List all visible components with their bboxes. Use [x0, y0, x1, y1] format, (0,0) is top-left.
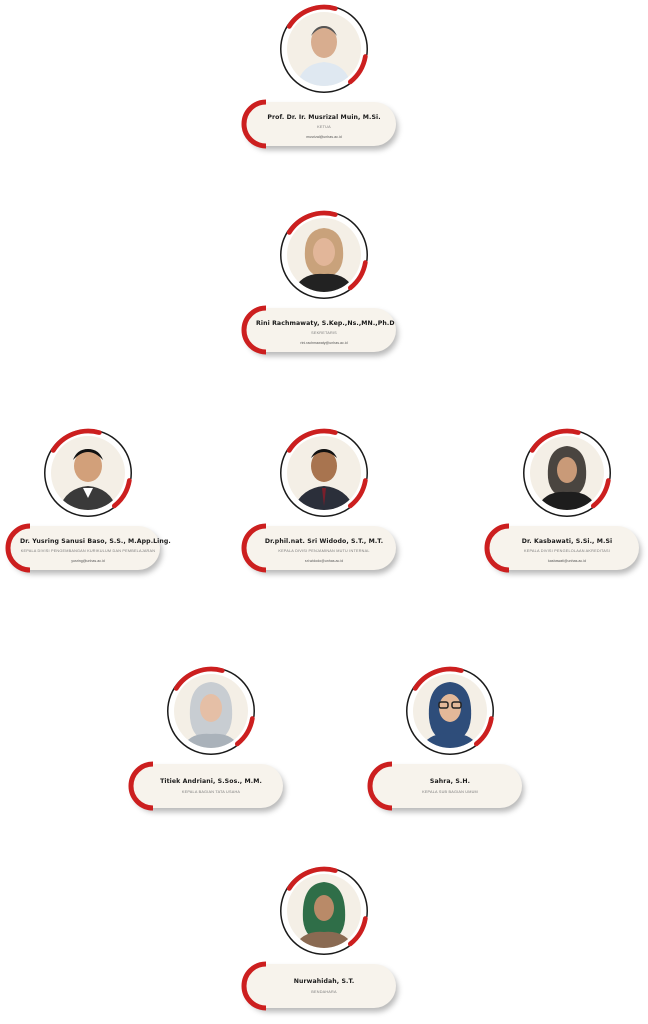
member-card: Dr.phil.nat. Sri Widodo, S.T., M.T. KEPA…: [241, 523, 396, 573]
member-name: Nurwahidah, S.T.: [293, 978, 355, 985]
member-email[interactable]: sri.widodo@unhas.ac.id: [304, 559, 344, 563]
member-photo: [413, 674, 487, 748]
member-role: KETUA: [317, 125, 331, 129]
member-photo: [287, 874, 361, 948]
member-card: Titiek Andriani, S.Sos., M.M. KEPALA BAG…: [128, 761, 283, 811]
member-photo: [51, 436, 125, 510]
member-name: Rini Rachmawaty, S.Kep.,Ns.,MN.,Ph.D: [256, 320, 395, 327]
member-card: Rini Rachmawaty, S.Kep.,Ns.,MN.,Ph.D SEK…: [241, 305, 396, 355]
member-role: KEPALA BAGIAN TATA USAHA: [181, 790, 241, 794]
profile-ring: [280, 4, 368, 93]
member-kadiv-kurikulum: Dr. Yusring Sanusi Baso, S.S., M.App.Lin…: [5, 426, 171, 586]
member-photo: [530, 436, 604, 510]
member-name: Dr. Yusring Sanusi Baso, S.S., M.App.Lin…: [20, 538, 171, 545]
card-accent-arc: [241, 523, 267, 573]
card-accent-arc: [241, 961, 267, 1011]
member-name: Dr. Kasbawati, S.Si., M.Si: [521, 538, 613, 545]
profile-ring: [406, 666, 494, 755]
member-name: Sahra, S.H.: [429, 778, 471, 785]
member-role: KEPALA DIVISI PENJAMINAN MUTU INTERNAL: [278, 549, 370, 553]
member-kabag-tu: Titiek Andriani, S.Sos., M.M. KEPALA BAG…: [128, 664, 291, 824]
member-role: SEKRETARIS: [311, 331, 337, 335]
member-ketua: Prof. Dr. Ir. Musrizal Muin, M.Si. KETUA…: [241, 2, 404, 162]
card-accent-arc: [128, 761, 154, 811]
card-accent-arc: [367, 761, 393, 811]
member-photo: [287, 12, 361, 86]
profile-ring: [280, 866, 368, 955]
member-sekretaris: Rini Rachmawaty, S.Kep.,Ns.,MN.,Ph.D SEK…: [241, 208, 404, 368]
card-accent-arc: [241, 99, 267, 149]
profile-ring: [523, 428, 611, 517]
member-card: Dr. Kasbawati, S.Si., M.Si KEPALA DIVISI…: [484, 523, 639, 573]
member-card: Prof. Dr. Ir. Musrizal Muin, M.Si. KETUA…: [241, 99, 396, 149]
member-email[interactable]: yusring@unhas.ac.id: [71, 559, 105, 563]
member-photo: [287, 436, 361, 510]
member-role: KEPALA DIVISI PENGEMBANGAN KURIKULUM DAN…: [20, 549, 156, 553]
member-email[interactable]: musrizal@unhas.ac.id: [306, 135, 342, 139]
member-photo: [287, 218, 361, 292]
member-email[interactable]: kasbawati@unhas.ac.id: [547, 559, 586, 563]
member-kasubag-umum: Sahra, S.H. KEPALA SUB BAGIAN UMUM: [367, 664, 530, 824]
member-card: Nurwahidah, S.T. BENDAHARA: [241, 961, 396, 1011]
member-role: KEPALA DIVISI PENGELOLAAN AKREDITASI: [524, 549, 610, 553]
member-kadiv-spmi: Dr.phil.nat. Sri Widodo, S.T., M.T. KEPA…: [241, 426, 404, 586]
profile-ring: [44, 428, 132, 517]
card-accent-arc: [484, 523, 510, 573]
member-card: Sahra, S.H. KEPALA SUB BAGIAN UMUM: [367, 761, 522, 811]
member-photo: [174, 674, 248, 748]
member-kadiv-akreditasi: Dr. Kasbawati, S.Si., M.Si KEPALA DIVISI…: [484, 426, 647, 586]
member-card: Dr. Yusring Sanusi Baso, S.S., M.App.Lin…: [5, 523, 171, 573]
profile-ring: [280, 210, 368, 299]
member-name: Dr.phil.nat. Sri Widodo, S.T., M.T.: [264, 538, 384, 545]
member-role: BENDAHARA: [311, 990, 337, 994]
card-accent-arc: [241, 305, 267, 355]
profile-ring: [167, 666, 255, 755]
card-accent-arc: [5, 523, 31, 573]
profile-ring: [280, 428, 368, 517]
member-name: Prof. Dr. Ir. Musrizal Muin, M.Si.: [267, 114, 381, 121]
member-bendahara: Nurwahidah, S.T. BENDAHARA: [241, 864, 404, 1024]
member-email[interactable]: rini.rachmawaty@unhas.ac.id: [300, 341, 348, 345]
member-role: KEPALA SUB BAGIAN UMUM: [422, 790, 478, 794]
member-name: Titiek Andriani, S.Sos., M.M.: [160, 778, 262, 785]
